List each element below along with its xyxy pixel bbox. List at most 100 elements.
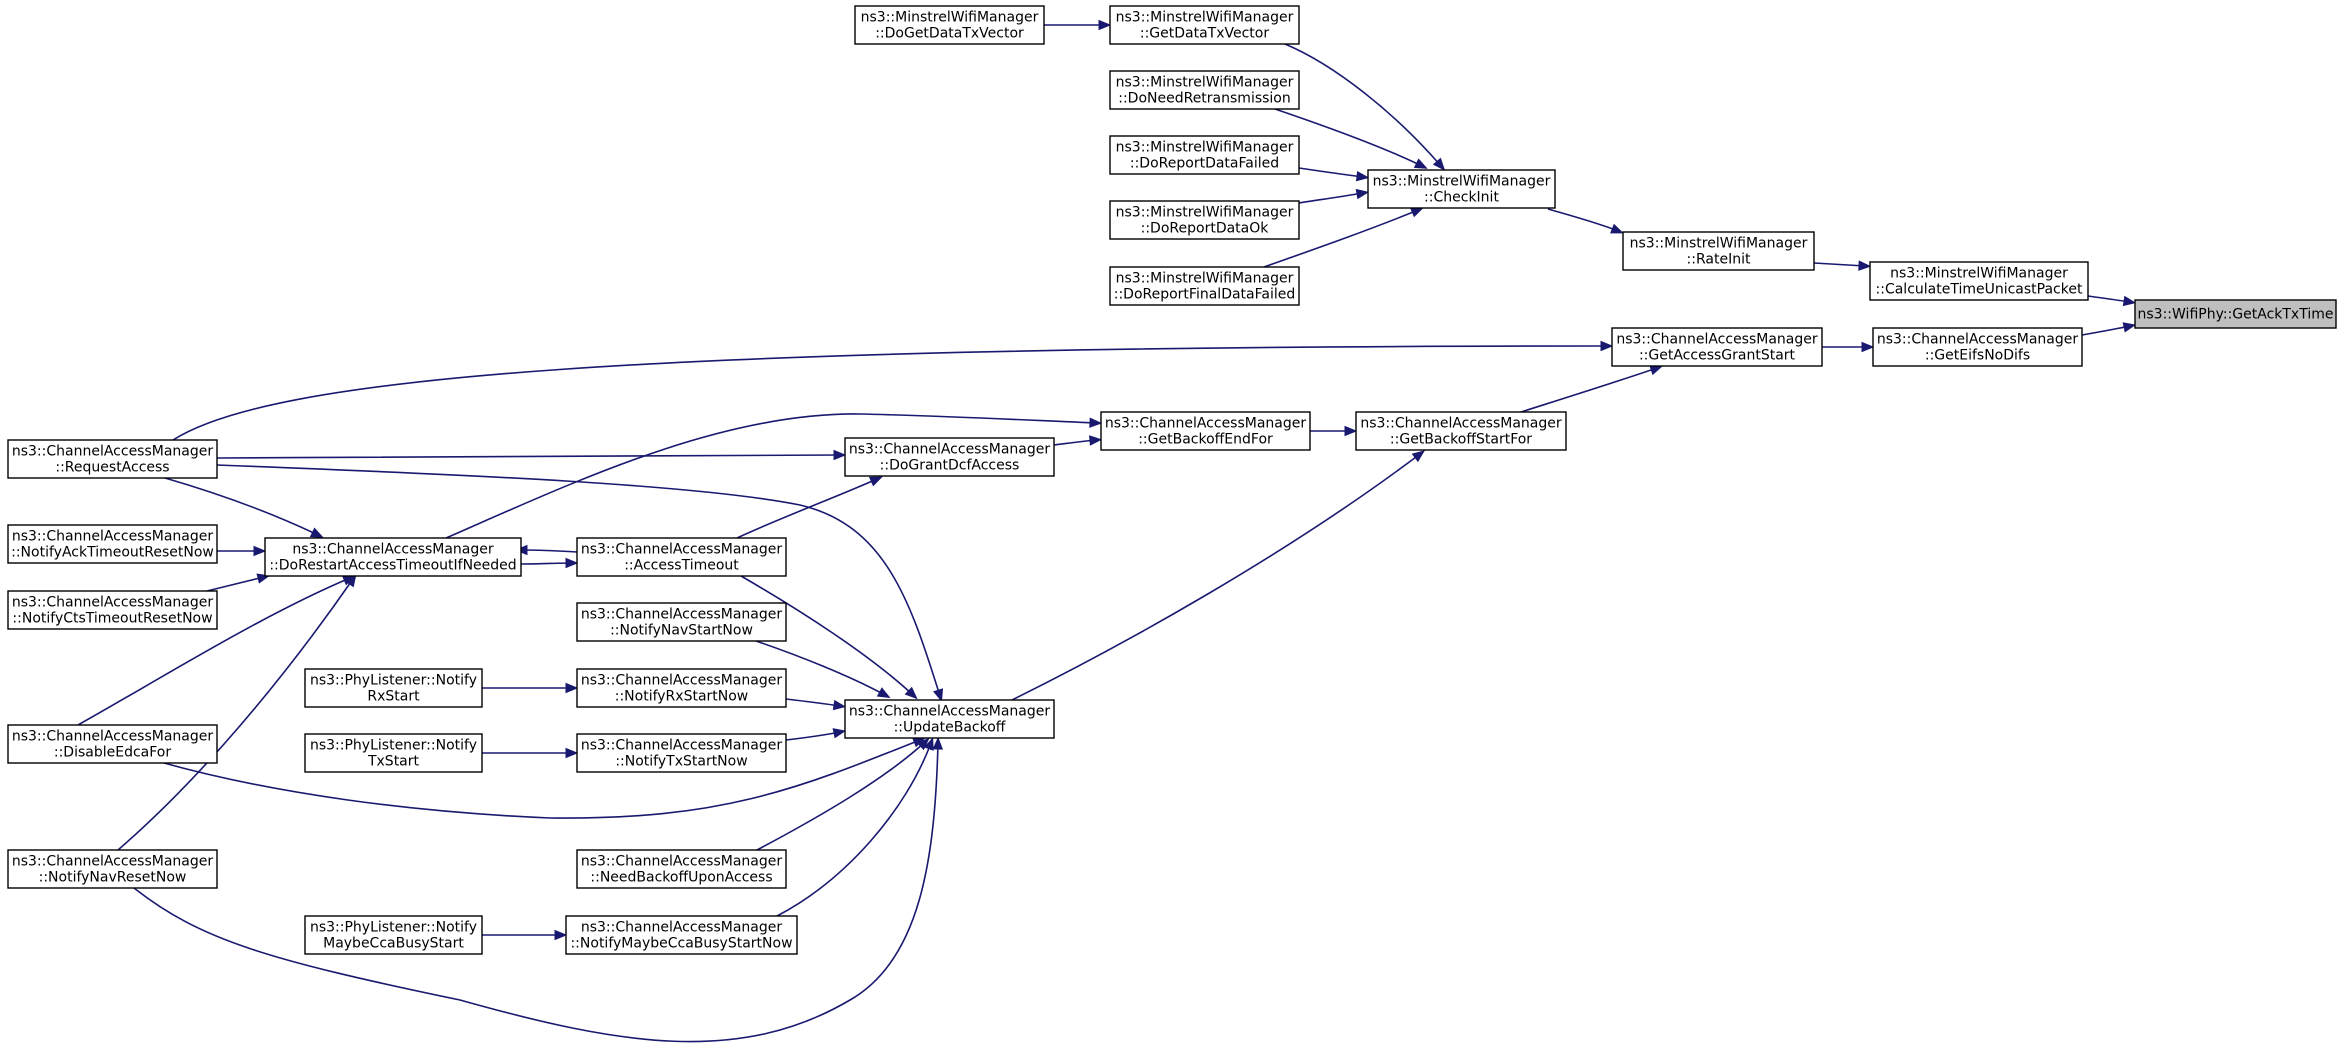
node-needbackoffuponaccess[interactable]: ns3::ChannelAccessManager::NeedBackoffUp… (576, 849, 787, 889)
node-dograntdcfaccess[interactable]: ns3::ChannelAccessManager::DoGrantDcfAcc… (844, 437, 1055, 477)
edge-arrowhead (1089, 435, 1103, 446)
node-getbackoffstartfor[interactable]: ns3::ChannelAccessManager::GetBackoffSta… (1355, 411, 1567, 451)
edge-line (785, 698, 841, 707)
edge-line (1520, 367, 1658, 413)
node-box (1109, 5, 1300, 45)
node-label-line: ns3::ChannelAccessManager (849, 442, 1051, 458)
edge-line (2081, 325, 2131, 336)
node-notifyctstimeoutresetnow[interactable]: ns3::ChannelAccessManager::NotifyCtsTime… (7, 590, 218, 630)
edge-dorestartaccesstimeoutifneeded-to-getbackoffendfor (445, 413, 1103, 539)
node-label-line: ::NotifyRxStartNow (615, 689, 749, 705)
edge-line (77, 577, 351, 726)
node-box (304, 733, 483, 773)
edge-notifynavresetnow-to-updatebackoff (133, 736, 944, 1043)
node-label-line: ns3::ChannelAccessManager (12, 529, 214, 545)
edge-line (164, 477, 319, 536)
edge-getbackoffstartfor-to-getaccessgrantstart (1520, 365, 1663, 413)
node-box (1367, 169, 1556, 209)
node-label-line: ::DoReportDataOk (1141, 221, 1270, 237)
edge-notifynavresetnow-to-dorestartaccesstimeoutifneeded (117, 573, 357, 851)
edge-accesstimeout-to-dorestartaccesstimeoutifneeded (514, 544, 578, 556)
node-box (2134, 299, 2337, 329)
node-label-line: ns3::MinstrelWifiManager (1373, 174, 1551, 190)
node-doreportfinaldatafailed[interactable]: ns3::MinstrelWifiManager::DoReportFinalD… (1109, 266, 1300, 306)
node-accesstimeout[interactable]: ns3::ChannelAccessManager::AccessTimeout (576, 537, 787, 577)
node-label-line: ns3::ChannelAccessManager (12, 595, 214, 611)
edge-arrowhead (916, 737, 930, 751)
node-label-line: ns3::PhyListener::Notify (310, 673, 477, 689)
edge-line (206, 576, 265, 592)
node-getaccessgrantstart[interactable]: ns3::ChannelAccessManager::GetAccessGran… (1611, 327, 1823, 367)
node-notifymaybeccabusystartnow[interactable]: ns3::ChannelAccessManager::NotifyMaybeCc… (565, 915, 798, 955)
edge-dogetdatatxvector-to-getdatatxvector (1044, 19, 1112, 31)
edge-doreportdataok-to-checkinit (1298, 188, 1370, 204)
edge-line (755, 640, 886, 696)
edge-line (133, 742, 939, 1043)
node-label-line: ns3::MinstrelWifiManager (861, 10, 1039, 26)
node-box (304, 915, 483, 955)
edge-notifyctstimeoutresetnow-to-dorestartaccesstimeoutifneeded (206, 573, 271, 592)
node-disableedcafor[interactable]: ns3::ChannelAccessManager::DisableEdcaFo… (7, 724, 218, 764)
node-notifyacktimeoutresetnow[interactable]: ns3::ChannelAccessManager::NotifyAckTime… (7, 524, 218, 564)
edge-notifyrxstartnow-to-updatebackoff (785, 698, 847, 711)
node-box (576, 537, 787, 577)
node-notifynavresetnow[interactable]: ns3::ChannelAccessManager::NotifyNavRese… (7, 849, 218, 889)
edge-line (172, 345, 1608, 441)
node-box (844, 437, 1055, 477)
edge-line (520, 562, 573, 565)
node-label-line: ::DoRestartAccessTimeoutIfNeeded (269, 558, 516, 574)
edge-requestaccess-to-dograntdcfaccess (216, 449, 847, 461)
node-dorestartaccesstimeoutifneeded[interactable]: ns3::ChannelAccessManager::DoRestartAcce… (264, 537, 522, 577)
node-phylistener-notifymaybeccabusystart[interactable]: ns3::PhyListener::NotifyMaybeCcaBusyStar… (304, 915, 483, 955)
node-checkinit[interactable]: ns3::MinstrelWifiManager::CheckInit (1367, 169, 1556, 209)
node-phylistener-notifytxstart[interactable]: ns3::PhyListener::NotifyTxStart (304, 733, 483, 773)
node-box (7, 439, 218, 479)
edge-phylistener-notifytxstart-to-notifytxstartnow (482, 747, 579, 759)
node-label-line: ::DoGrantDcfAccess (880, 458, 1020, 474)
node-doreportdataok[interactable]: ns3::MinstrelWifiManager::DoReportDataOk (1109, 200, 1300, 240)
edge-disableedcafor-to-updatebackoff (163, 737, 926, 819)
node-label-line: ns3::ChannelAccessManager (581, 607, 783, 623)
node-label-line: ::NotifyNavResetNow (39, 870, 187, 886)
edge-line (163, 739, 921, 819)
node-label-line: ns3::PhyListener::Notify (310, 738, 477, 754)
node-label-line: ns3::MinstrelWifiManager (1890, 266, 2068, 282)
edge-getaccessgrantstart-to-geteifsnodifs (1821, 341, 1875, 353)
node-getdatatxvector[interactable]: ns3::MinstrelWifiManager::GetDataTxVecto… (1109, 5, 1300, 45)
node-notifyrxstartnow[interactable]: ns3::ChannelAccessManager::NotifyRxStart… (576, 668, 787, 708)
node-notifytxstartnow[interactable]: ns3::ChannelAccessManager::NotifyTxStart… (576, 733, 787, 773)
edge-arrowhead (1344, 425, 1358, 437)
node-label-line: ::RequestAccess (55, 460, 169, 476)
node-updatebackoff[interactable]: ns3::ChannelAccessManager::UpdateBackoff (844, 699, 1055, 739)
node-label-line: ::DoReportDataFailed (1130, 156, 1279, 172)
node-label-line: ::NotifyMaybeCcaBusyStartNow (570, 936, 792, 952)
node-label-line: ns3::MinstrelWifiManager (1116, 140, 1294, 156)
edge-arrowhead (565, 557, 579, 569)
node-calculatetimeunicastpacket[interactable]: ns3::MinstrelWifiManager::CalculateTimeU… (1869, 261, 2089, 301)
node-rateinit[interactable]: ns3::MinstrelWifiManager::RateInit (1622, 231, 1815, 271)
node-phylistener-notifyrxstart[interactable]: ns3::PhyListener::NotifyRxStart (304, 668, 483, 708)
edge-geteifsnodifs-to-getacktxtime (2081, 322, 2137, 336)
node-box (1622, 231, 1815, 271)
node-box (1869, 261, 2089, 301)
node-label-line: ::NotifyTxStartNow (615, 754, 747, 770)
node-label-line: ::GetDataTxVector (1140, 26, 1270, 42)
node-label-line: ::GetBackoffEndFor (1138, 432, 1273, 448)
node-label-line: ::DoReportFinalDataFailed (1114, 287, 1296, 303)
node-dogetdatatxvector[interactable]: ns3::MinstrelWifiManager::DoGetDataTxVec… (854, 5, 1045, 45)
node-doneedretransmission[interactable]: ns3::MinstrelWifiManager::DoNeedRetransm… (1109, 70, 1300, 110)
node-label-line: ::NotifyCtsTimeoutResetNow (12, 611, 212, 627)
node-doreportdatafailed[interactable]: ns3::MinstrelWifiManager::DoReportDataFa… (1109, 135, 1300, 175)
node-label-line: ns3::MinstrelWifiManager (1116, 271, 1294, 287)
node-label-line: RxStart (367, 689, 420, 705)
edge-arrowhead (345, 573, 357, 588)
edge-line (445, 413, 1097, 539)
node-notifynavstartnow[interactable]: ns3::ChannelAccessManager::NotifyNavStar… (576, 602, 787, 642)
node-requestaccess[interactable]: ns3::ChannelAccessManager::RequestAccess (7, 439, 218, 479)
edge-arrowhead (832, 699, 847, 711)
node-getbackoffendfor[interactable]: ns3::ChannelAccessManager::GetBackoffEnd… (1100, 411, 1311, 451)
node-label-line: ::UpdateBackoff (894, 720, 1006, 736)
node-box (844, 699, 1055, 739)
node-geteifsnodifs[interactable]: ns3::ChannelAccessManager::GetEifsNoDifs (1872, 327, 2083, 367)
edge-line (117, 578, 354, 851)
